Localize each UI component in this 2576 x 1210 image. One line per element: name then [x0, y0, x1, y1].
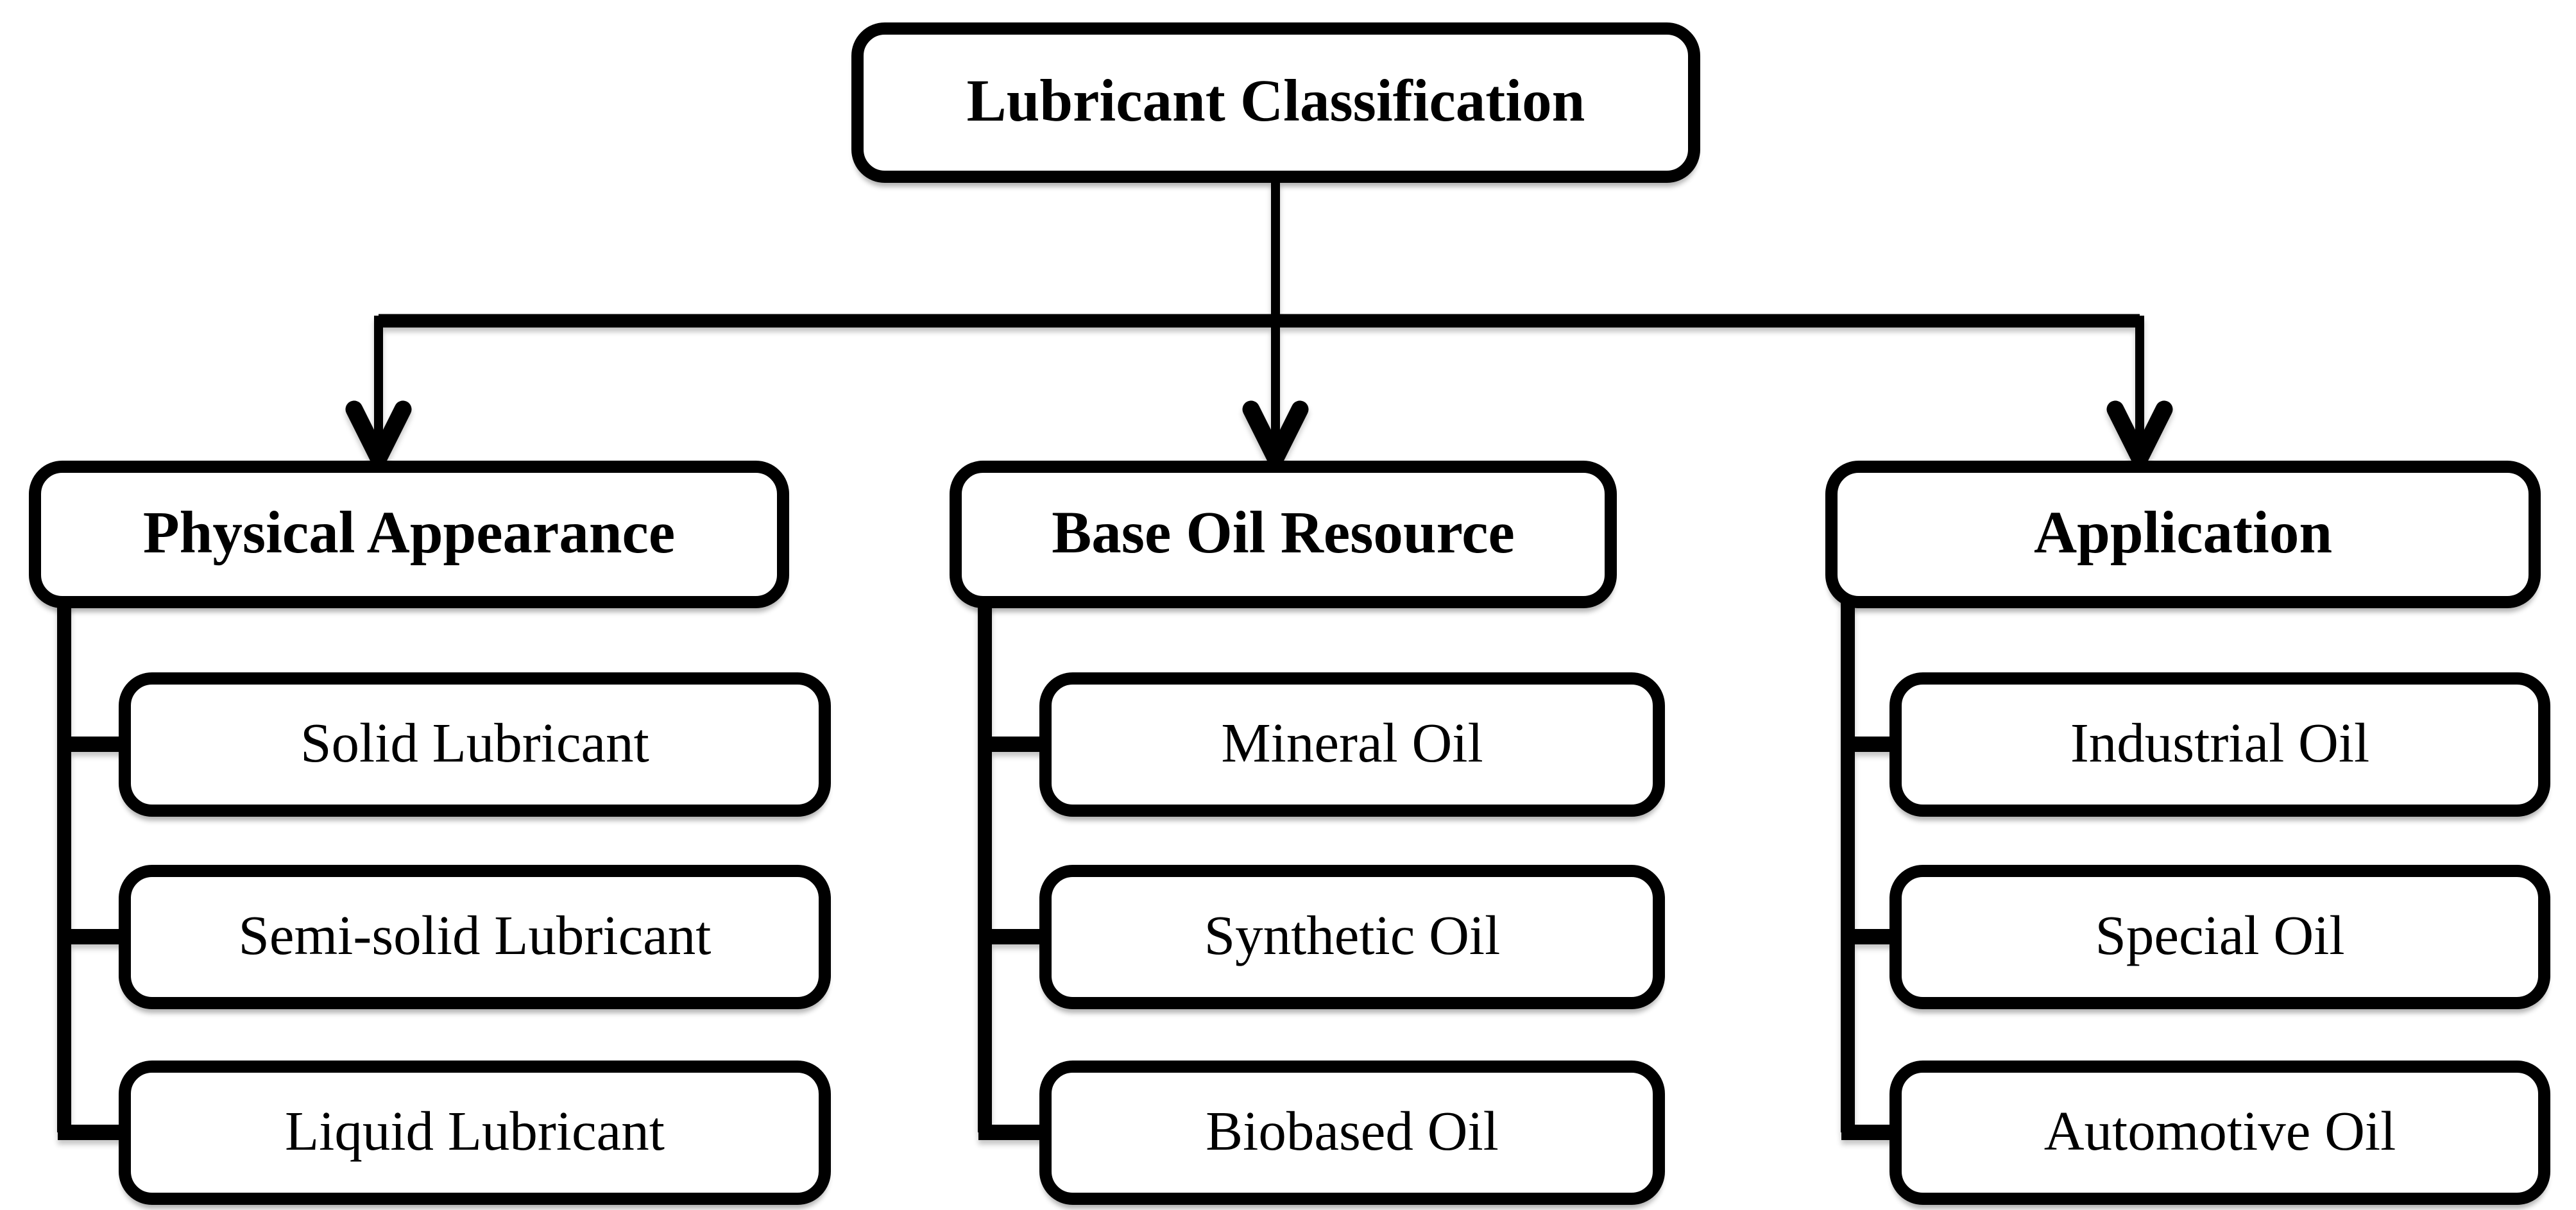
node-label: Physical Appearance — [142, 499, 676, 566]
node-label: Biobased Oil — [1206, 1100, 1499, 1162]
arrowhead-down-right-icon — [2106, 400, 2173, 467]
node-mineral-oil: Mineral Oil — [1039, 672, 1665, 817]
node-biobased-oil: Biobased Oil — [1039, 1061, 1665, 1205]
node-label: Synthetic Oil — [1204, 904, 1501, 966]
node-label: Base Oil Resource — [1052, 499, 1515, 566]
node-physical-appearance: Physical Appearance — [29, 461, 789, 608]
node-special-oil: Special Oil — [1889, 865, 2550, 1009]
node-label: Lubricant Classification — [966, 67, 1585, 134]
node-synthetic-oil: Synthetic Oil — [1039, 865, 1665, 1009]
node-label: Mineral Oil — [1221, 712, 1483, 774]
node-industrial-oil: Industrial Oil — [1889, 672, 2550, 817]
node-lubricant-classification: Lubricant Classification — [851, 22, 1700, 183]
arrowhead-down-middle-icon — [1242, 400, 1309, 467]
node-label: Automotive Oil — [2043, 1100, 2396, 1162]
node-label: Liquid Lubricant — [285, 1100, 665, 1162]
node-semi-solid-lubricant: Semi-solid Lubricant — [119, 865, 831, 1009]
node-label: Application — [2033, 499, 2333, 566]
node-solid-lubricant: Solid Lubricant — [119, 672, 831, 817]
node-label: Industrial Oil — [2070, 712, 2370, 774]
arrowhead-down-left-icon — [345, 400, 412, 467]
node-automotive-oil: Automotive Oil — [1889, 1061, 2550, 1205]
node-label: Solid Lubricant — [300, 712, 649, 774]
node-base-oil-resource: Base Oil Resource — [950, 461, 1617, 608]
node-liquid-lubricant: Liquid Lubricant — [119, 1061, 831, 1205]
node-label: Semi-solid Lubricant — [238, 904, 712, 966]
node-label: Special Oil — [2095, 904, 2345, 966]
node-application: Application — [1825, 461, 2541, 608]
